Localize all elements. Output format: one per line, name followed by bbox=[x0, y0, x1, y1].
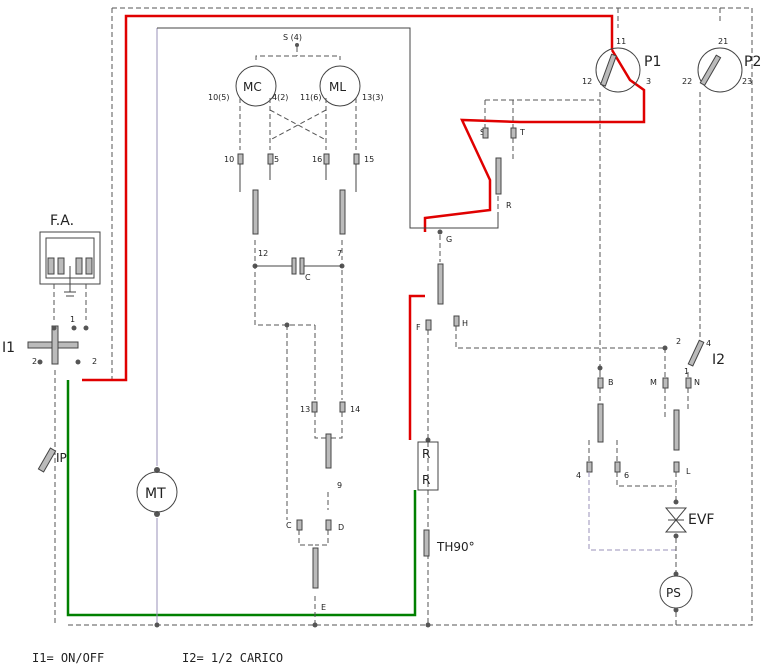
motor-group-mc-ml: S (4) MC ML 10(5) 4(2) 11(6) 13(3) 10 5 … bbox=[208, 33, 384, 400]
heater-resistor: R R TH90° bbox=[417, 437, 475, 628]
legend-i2: I2= 1/2 CARICO bbox=[182, 651, 283, 665]
resistor-top-label: R bbox=[422, 447, 430, 461]
term-R-small: R bbox=[506, 201, 512, 210]
term-7: 7 bbox=[337, 249, 342, 258]
term-13: 13 bbox=[300, 405, 310, 414]
evf-label: EVF bbox=[688, 512, 714, 528]
legend-i1: I1= ON/OFF bbox=[32, 651, 104, 665]
switch-ip: IP bbox=[37, 370, 67, 625]
neutral-wire bbox=[66, 380, 417, 617]
th90-label: TH90° bbox=[436, 540, 475, 554]
motor-mt: MT bbox=[136, 27, 499, 625]
term-12: 12 bbox=[258, 249, 268, 258]
switch-i2: 2 4 1 I2 bbox=[662, 337, 725, 376]
term-16: 16 bbox=[312, 155, 322, 164]
p2-term-21: 21 bbox=[718, 37, 728, 46]
i2-term-1: 1 bbox=[684, 367, 689, 376]
term-5: 5 bbox=[274, 155, 279, 164]
i1-terminal-1: 1 bbox=[70, 315, 75, 324]
ml-label: ML bbox=[329, 80, 346, 94]
term-L: L bbox=[686, 467, 691, 476]
legend: I1= ON/OFF I2= 1/2 CARICO bbox=[32, 651, 283, 665]
ml-term-right: 13(3) bbox=[362, 93, 384, 102]
ps-label: PS bbox=[666, 586, 681, 600]
pump-ps: PS bbox=[659, 571, 693, 625]
term-D: D bbox=[338, 523, 344, 532]
ip-label: IP bbox=[56, 451, 67, 465]
term-C: C bbox=[286, 521, 292, 530]
term-B: B bbox=[608, 378, 614, 387]
timer-contacts-middle: 13 14 9 C D E bbox=[154, 322, 360, 628]
i1-terminal-2b: 2 bbox=[92, 357, 97, 366]
term-15: 15 bbox=[364, 155, 374, 164]
p2-label: P2 bbox=[744, 54, 761, 70]
term-4: 4 bbox=[576, 471, 581, 480]
mt-label: MT bbox=[145, 486, 166, 502]
mc-term-right: 4(2) bbox=[272, 93, 288, 102]
timer-contacts-far-right: B M N 4 6 L bbox=[576, 348, 700, 551]
i1-terminal-2a: 2 bbox=[32, 357, 37, 366]
pressure-switch-p1: P1 11 12 3 bbox=[582, 37, 661, 380]
ml-term-left: 11(6) bbox=[300, 93, 322, 102]
term-F: F bbox=[416, 323, 421, 332]
phase-wire bbox=[82, 14, 646, 382]
valve-evf: EVF bbox=[664, 499, 714, 572]
mc-label: MC bbox=[243, 80, 262, 94]
pressure-switch-p2: P2 21 22 23 bbox=[682, 37, 761, 340]
p1-label: P1 bbox=[644, 54, 661, 70]
term-N: N bbox=[694, 378, 700, 387]
term-E: E bbox=[321, 603, 326, 612]
i2-term-2: 2 bbox=[676, 337, 681, 346]
term-T: T bbox=[519, 128, 525, 137]
p1-term-12: 12 bbox=[582, 77, 592, 86]
s4-label: S (4) bbox=[283, 33, 302, 42]
term-10: 10 bbox=[224, 155, 234, 164]
p1-term-3: 3 bbox=[646, 77, 651, 86]
filter-fa: F.A. bbox=[39, 213, 101, 320]
mc-term-left: 10(5) bbox=[208, 93, 230, 102]
switch-i1: I1 1 2 2 bbox=[2, 315, 97, 366]
term-G: G bbox=[446, 235, 452, 244]
term-M: M bbox=[650, 378, 657, 387]
resistor-bottom-label: R bbox=[422, 473, 430, 487]
term-6: 6 bbox=[624, 471, 629, 480]
term-14: 14 bbox=[350, 405, 360, 414]
i2-label: I2 bbox=[712, 352, 725, 368]
fa-label: F.A. bbox=[50, 213, 74, 229]
p2-term-22: 22 bbox=[682, 77, 692, 86]
i1-label: I1 bbox=[2, 340, 15, 356]
p1-term-11: 11 bbox=[616, 37, 626, 46]
timer-contacts-right: G F H S T R bbox=[416, 99, 665, 625]
term-9: 9 bbox=[337, 481, 342, 490]
term-H: H bbox=[462, 319, 468, 328]
p2-term-23: 23 bbox=[742, 77, 752, 86]
cap-c-label: C bbox=[305, 273, 311, 282]
i2-term-4: 4 bbox=[706, 339, 711, 348]
